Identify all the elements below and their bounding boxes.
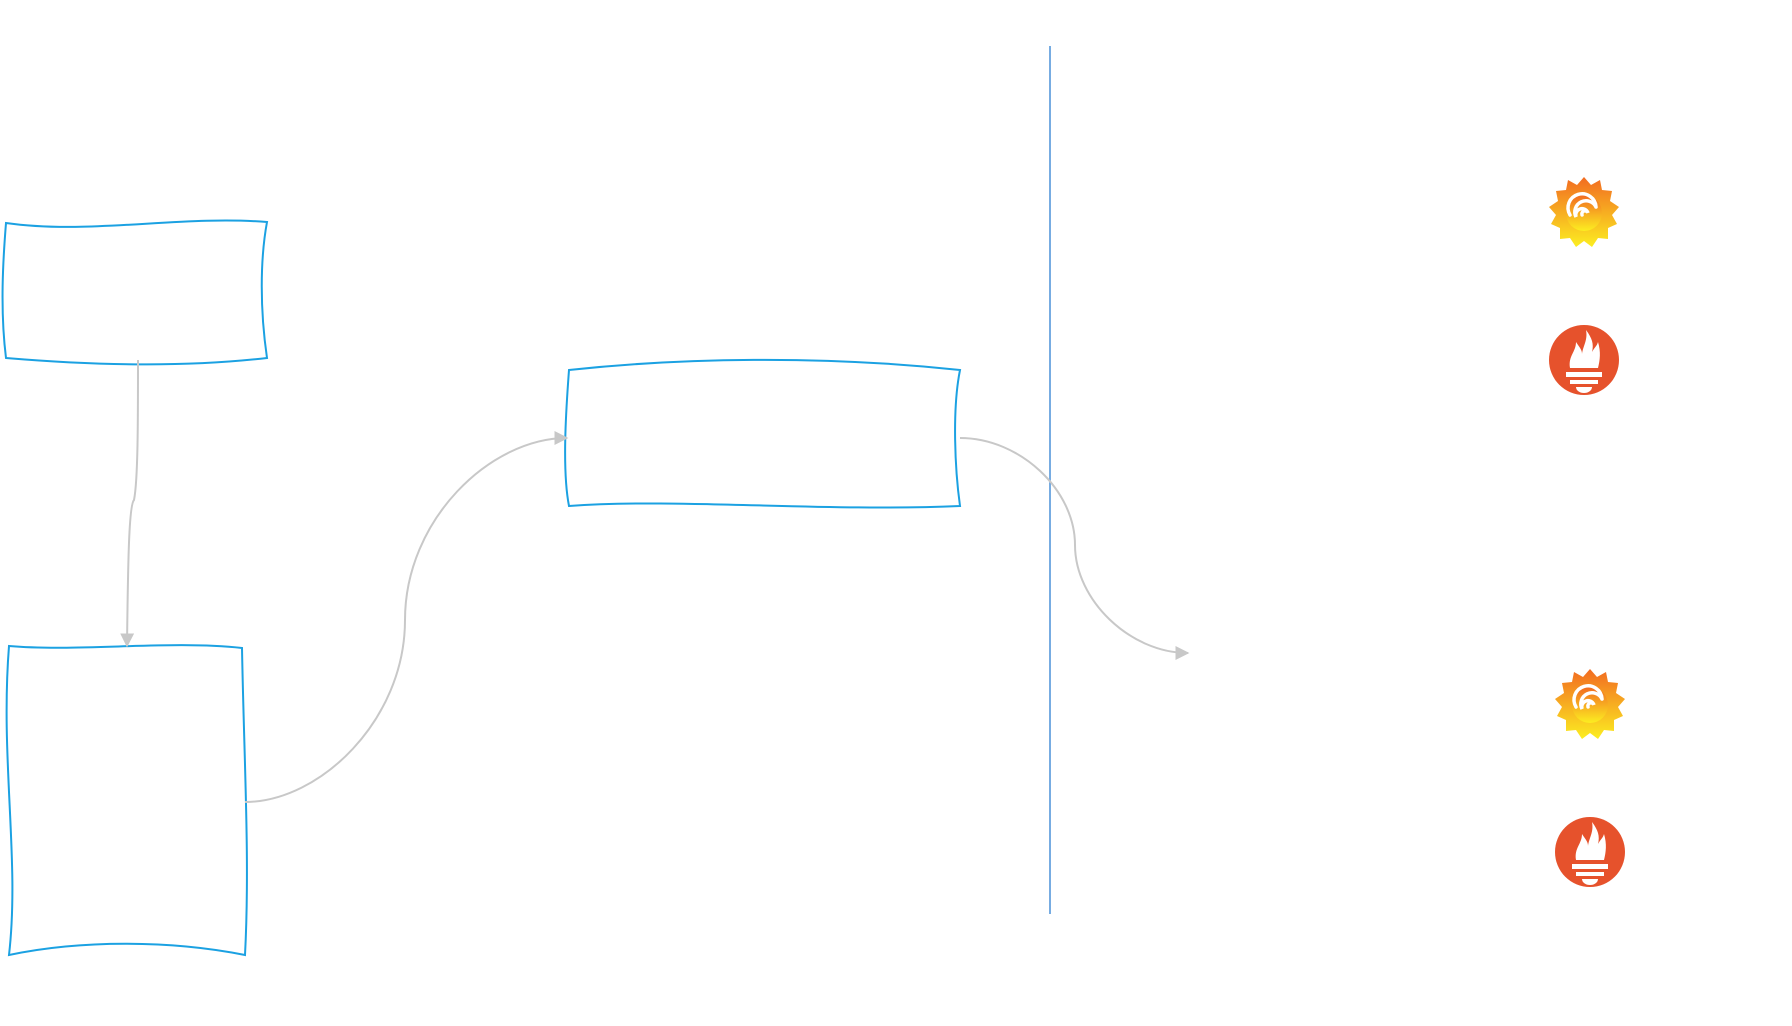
prometheus-icon: [1549, 325, 1619, 395]
box-top-left[interactable]: [1, 219, 269, 366]
connector-bottom-to-middle: [244, 431, 569, 803]
connector-middle-to-right: [959, 437, 1190, 660]
prometheus-icon: [1555, 817, 1625, 887]
box-middle[interactable]: [564, 358, 962, 509]
box-bottom-left[interactable]: [5, 644, 248, 957]
connector-top-to-bottom: [120, 359, 139, 648]
grafana-icon: [1553, 667, 1627, 741]
grafana-icon: [1547, 175, 1621, 249]
